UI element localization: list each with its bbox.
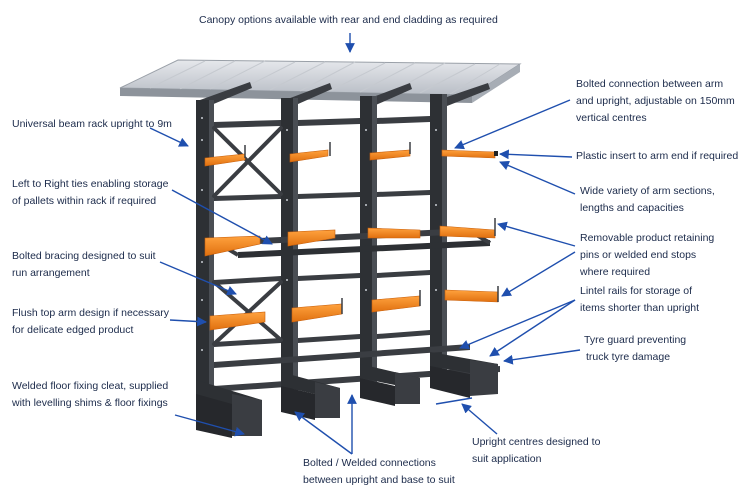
upright-callout (149, 127, 189, 147)
lintel-callout-2 (489, 299, 576, 357)
cantilever-arms (204, 142, 499, 331)
base-callout-1 (294, 411, 353, 455)
horizontal-ties (214, 116, 430, 347)
tyre-guard-callout (503, 349, 581, 365)
base-2 (281, 372, 340, 420)
arm-sections-label: Wide variety of arm sections,lengths and… (580, 185, 715, 214)
base-3 (360, 364, 420, 406)
bolted-arm-callout (454, 99, 571, 150)
ties-callout (171, 189, 273, 245)
centres-callout-2 (435, 397, 473, 405)
canopy-label: Canopy options available with rear and e… (199, 14, 498, 26)
flush-arm-callout (169, 316, 207, 327)
plastic-insert-label: Plastic insert to arm end if required (576, 150, 739, 162)
lintel-callout-1 (459, 299, 576, 350)
rack-bases (196, 352, 498, 438)
upright-1 (196, 100, 214, 422)
bracing-callout (159, 261, 237, 296)
upright-label: Universal beam rack upright to 9m (12, 118, 172, 130)
plastic-insert-callout (499, 149, 573, 160)
base-1 (196, 380, 262, 438)
upright-2 (281, 98, 298, 398)
arm-row-3 (209, 286, 499, 331)
pins-callout-1 (497, 221, 576, 247)
arm-row-1 (204, 142, 498, 167)
callout-arrows (149, 33, 581, 455)
centres-callout-1 (461, 403, 498, 435)
upright-3 (360, 96, 377, 386)
base-4 (430, 352, 498, 398)
arm-sections-callout (499, 160, 576, 195)
arm-row-2 (204, 218, 496, 257)
floor-cleat-callout (174, 414, 245, 437)
pins-callout-2 (501, 251, 576, 297)
